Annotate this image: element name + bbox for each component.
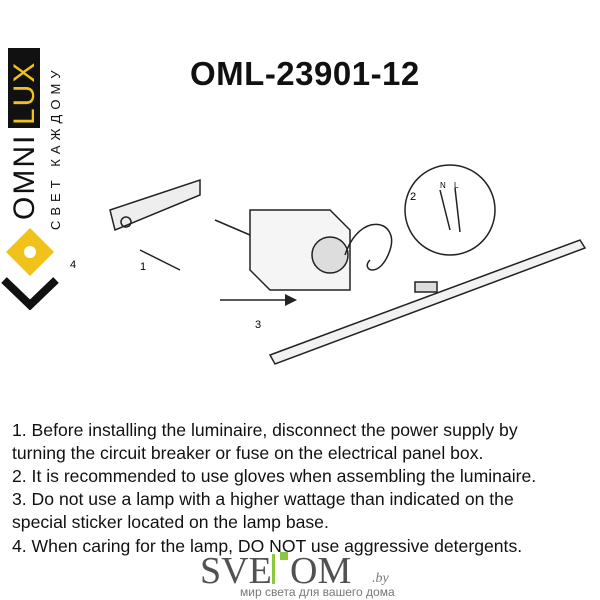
svg-text:СВЕТ КАЖДОМУ: СВЕТ КАЖДОМУ bbox=[48, 65, 63, 230]
terminal-label-l: L bbox=[454, 181, 459, 190]
installation-diagram: 1 2 3 4 N L bbox=[70, 164, 587, 365]
instruction-line: special sticker located on the lamp base… bbox=[12, 512, 329, 532]
instruction-line: 3. Do not use a lamp with a higher watta… bbox=[12, 489, 514, 509]
diagram-label-4: 4 bbox=[70, 259, 76, 271]
diagram-label-2: 2 bbox=[410, 191, 416, 203]
watermark-tagline: мир света для вашего дома bbox=[240, 585, 395, 599]
svetdom-watermark: SVE OM .by bbox=[200, 550, 390, 592]
terminal-label-n: N bbox=[440, 181, 446, 190]
instruction-line: 4. When caring for the lamp, DO NOT use … bbox=[12, 536, 523, 556]
svg-text:SVE: SVE bbox=[200, 550, 272, 592]
instruction-line: 2. It is recommended to use gloves when … bbox=[12, 466, 537, 486]
diagram-label-1: 1 bbox=[140, 261, 146, 273]
svg-text:OMNI: OMNI bbox=[8, 134, 41, 220]
instruction-line: turning the circuit breaker or fuse on t… bbox=[12, 443, 484, 463]
model-title: OML-23901-12 bbox=[190, 55, 420, 92]
svg-text:LUX: LUX bbox=[8, 61, 41, 125]
diagram-label-3: 3 bbox=[255, 319, 261, 331]
instruction-line: 1. Before installing the luminaire, disc… bbox=[12, 420, 518, 440]
svg-text:.by: .by bbox=[372, 571, 390, 586]
omnilux-logo: LUX OMNI СВЕТ КАЖДОМУ bbox=[1, 48, 63, 310]
svg-text:OM: OM bbox=[290, 550, 351, 592]
